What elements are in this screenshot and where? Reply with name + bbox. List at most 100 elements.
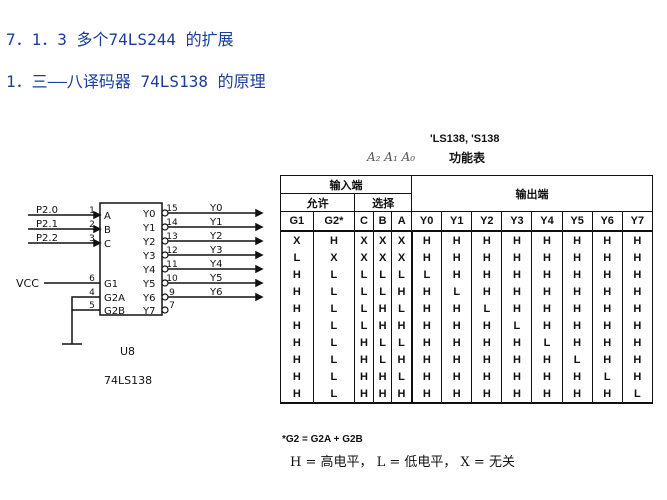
chip-input-pin-number: 2 <box>89 220 95 230</box>
table-cell: H <box>280 300 314 317</box>
table-cell: L <box>501 317 533 334</box>
table-cell: H <box>471 249 503 266</box>
chip-output-pin-label: Y0 <box>142 209 155 220</box>
table-footnote: *G2 = G2A + G2B <box>282 434 363 445</box>
chip-output-pin-number: 15 <box>166 204 177 214</box>
table-cell: H <box>410 317 443 334</box>
signal-input-label: P2.0 <box>36 205 58 216</box>
chip-input-pin-label: B <box>104 225 111 236</box>
table-cell: H <box>501 385 533 404</box>
table-cell: H <box>621 231 654 249</box>
col-header: C <box>354 211 374 232</box>
table-cell: H <box>471 231 503 249</box>
table-cell: X <box>391 249 413 266</box>
table-cell: H <box>591 231 623 249</box>
table-cell: H <box>621 368 654 385</box>
table-cell: H <box>441 249 473 266</box>
table-cell: H <box>312 231 356 249</box>
col-header: Y3 <box>501 211 533 232</box>
table-cell: H <box>621 351 654 368</box>
signal-output-label: Y1 <box>209 217 222 228</box>
table-cell: H <box>561 283 593 300</box>
table-cell: H <box>372 385 393 404</box>
table-cell: H <box>280 385 314 404</box>
table-cell: H <box>591 317 623 334</box>
group-input-header: 输入端 <box>279 175 413 194</box>
table-cell: H <box>621 266 654 283</box>
table-cell: H <box>531 317 563 334</box>
chip-input-pin-number: 6 <box>89 274 95 284</box>
inversion-bubble <box>161 279 169 287</box>
sub-enable-header: 允许 <box>279 193 356 212</box>
table-cell: H <box>561 231 593 249</box>
chip-output-pin-label: Y1 <box>142 223 155 234</box>
table-cell: L <box>372 334 393 351</box>
col-header: Y6 <box>591 211 623 232</box>
table-cell: H <box>501 334 533 351</box>
table-cell: L <box>391 266 413 283</box>
table-cell: H <box>372 368 393 385</box>
table-cell: L <box>561 351 593 368</box>
arrow-icon <box>255 250 264 260</box>
table-cell: L <box>354 300 374 317</box>
chip-input-pin-number: 4 <box>89 288 95 298</box>
table-cell: H <box>531 368 563 385</box>
inversion-bubble <box>161 223 169 231</box>
table-subtitle: 功能表 <box>449 151 486 165</box>
table-cell: L <box>312 351 356 368</box>
table-cell: H <box>410 334 443 351</box>
table-cell: H <box>591 283 623 300</box>
col-header: A <box>391 211 413 232</box>
table-cell: H <box>410 385 443 404</box>
arrow-icon <box>255 292 264 302</box>
table-cell: H <box>591 266 623 283</box>
table-cell: H <box>441 334 473 351</box>
chip-output-pin-label: Y7 <box>142 306 155 317</box>
table-cell: H <box>410 368 443 385</box>
chip-output-pin-number: 14 <box>166 218 178 228</box>
chip-output-pin-number: 9 <box>169 288 175 298</box>
table-cell: H <box>354 334 374 351</box>
chip-input-pin-number: 5 <box>89 301 95 311</box>
arrow-icon <box>93 238 102 248</box>
table-cell: H <box>410 351 443 368</box>
heading-section-7-1-3: 7．1．3 多个74LS244 的扩展 <box>6 30 234 49</box>
table-cell: L <box>312 300 356 317</box>
table-cell: H <box>441 231 473 249</box>
table-cell: H <box>471 334 503 351</box>
inversion-bubble <box>161 306 169 314</box>
inversion-bubble <box>161 237 169 245</box>
table-cell: L <box>372 266 393 283</box>
table-cell: L <box>312 368 356 385</box>
col-header: Y0 <box>411 211 443 232</box>
table-cell: L <box>441 283 473 300</box>
chip-part-number: 74LS138 <box>104 374 152 387</box>
table-cell: L <box>471 300 503 317</box>
table-cell: H <box>372 300 393 317</box>
table-cell: H <box>471 283 503 300</box>
arrow-icon <box>255 236 264 246</box>
table-cell: X <box>391 231 413 249</box>
table-cell: H <box>591 351 623 368</box>
table-cell: H <box>531 266 563 283</box>
table-cell: L <box>621 385 654 404</box>
table-cell: H <box>280 351 314 368</box>
heading-decoder-principle: 1．三——八译码器 74LS138 的原理 <box>6 72 266 91</box>
table-cell: L <box>354 266 374 283</box>
table-cell: H <box>501 368 533 385</box>
table-cell: L <box>391 300 413 317</box>
col-header: Y1 <box>441 211 473 232</box>
inversion-bubble <box>161 209 169 217</box>
chip-output-pin-number: 13 <box>166 232 177 242</box>
chip-output-pin-label: Y2 <box>142 237 155 248</box>
vcc-label: VCC <box>16 277 39 290</box>
table-cell: H <box>561 317 593 334</box>
table-cell: H <box>621 317 654 334</box>
table-title: 'LS138, 'S138 <box>430 133 500 145</box>
